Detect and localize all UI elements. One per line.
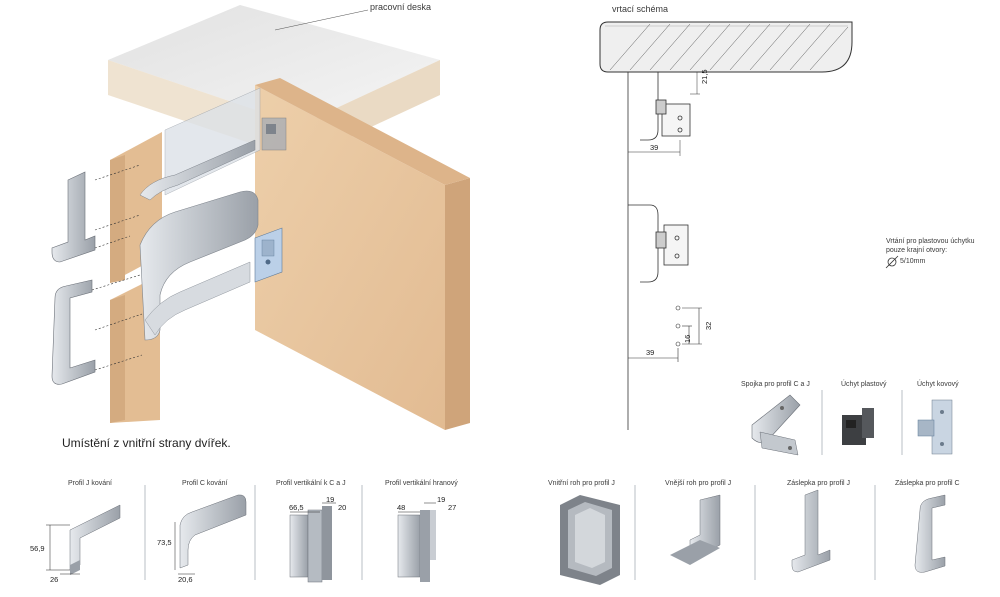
scheme-bottom-height-2: 16 (683, 334, 692, 343)
c-bracket (254, 227, 283, 283)
catalog-outer-corner (670, 494, 721, 565)
drill-note-diameter: 5/10mm (900, 258, 926, 265)
accessory-plastic-clip (842, 408, 874, 445)
end-cap-j (51, 171, 96, 263)
profile-j-height: 56,9 (30, 544, 45, 553)
catalog-separators (144, 485, 876, 580)
scheme-top-height: 21,5 (700, 69, 709, 84)
drill-note-line-2: pouze krajní otvory: (886, 247, 948, 254)
scheme-mid-fitting (628, 204, 689, 283)
vert-cj-a: 66,5 (289, 503, 304, 512)
worktop-label: pracovní deska (370, 2, 432, 12)
catalog-endcap-j (791, 489, 831, 573)
vert-cj-b: 19 (326, 495, 335, 504)
accessory-label-connector: Spojka pro profil C a J (741, 381, 810, 388)
catalog-profile-c-dims (174, 522, 195, 575)
scheme-top-width: 39 (650, 143, 659, 152)
vert-edge-b: 19 (437, 495, 446, 504)
drill-note-line-1: Vrtání pro plastovou úchytku (886, 238, 975, 245)
accessory-label-metal: Úchyt kovový (917, 381, 959, 388)
catalog-endcap-c (914, 494, 946, 573)
upper-bracket (261, 117, 287, 151)
catalog-label-profile-c: Profil C kování (182, 480, 228, 487)
upper-j-profile (139, 87, 261, 201)
accessory-connector (751, 394, 801, 456)
catalog-label-profile-j: Profil J kování (68, 480, 112, 487)
catalog-vert-edge-dims (398, 502, 436, 513)
scheme-top-dims (628, 71, 700, 156)
catalog-label-inner-corner: Vnitřní roh pro profil J (548, 480, 615, 487)
profile-j-width: 26 (50, 575, 59, 584)
catalog-label-vert-cj: Profil vertikální k C a J (276, 480, 346, 487)
vert-edge-a: 48 (397, 503, 406, 512)
catalog-profile-j-dims (46, 524, 80, 575)
catalog-label-vert-edge: Profil vertikální hranový (385, 480, 458, 487)
c-profile (139, 190, 259, 341)
catalog-label-endcap-j: Záslepka pro profil J (787, 480, 851, 487)
catalog-vert-cj-dims (290, 502, 336, 513)
end-cap-c (51, 279, 96, 385)
explode-lines (91, 164, 143, 371)
scheme-worktop (599, 21, 853, 73)
accessory-label-plastic: Úchyt plastový (841, 381, 887, 388)
vert-cj-c: 20 (338, 503, 347, 512)
profile-c-width: 20,6 (178, 575, 193, 584)
scheme-hatch (609, 23, 849, 71)
scheme-bottom-width: 39 (646, 348, 655, 357)
catalog-profile-j (69, 504, 121, 575)
scheme-top-fitting (640, 72, 691, 141)
profile-c-height: 73,5 (157, 538, 172, 547)
worktop-leader (274, 9, 369, 31)
cabinet-panel (255, 78, 470, 430)
inner-side-caption: Umístění z vnitřní strany dvířek. (62, 436, 231, 450)
catalog-vert-cj (289, 506, 332, 583)
catalog-vert-edge (397, 510, 436, 582)
catalog-label-outer-corner: Vnější roh pro profil J (665, 480, 732, 487)
scheme-bottom-holes (628, 305, 702, 362)
catalog-profile-c (179, 494, 247, 569)
accessory-metal-clip (917, 399, 953, 455)
scheme-bottom-height-1: 32 (704, 321, 713, 330)
vert-edge-c: 27 (448, 503, 457, 512)
catalog-label-endcap-c: Záslepka pro profil C (895, 480, 960, 487)
diameter-symbol-icon (885, 255, 899, 269)
catalog-inner-corner (560, 495, 620, 585)
drilling-scheme-title: vrtací schéma (612, 4, 669, 14)
